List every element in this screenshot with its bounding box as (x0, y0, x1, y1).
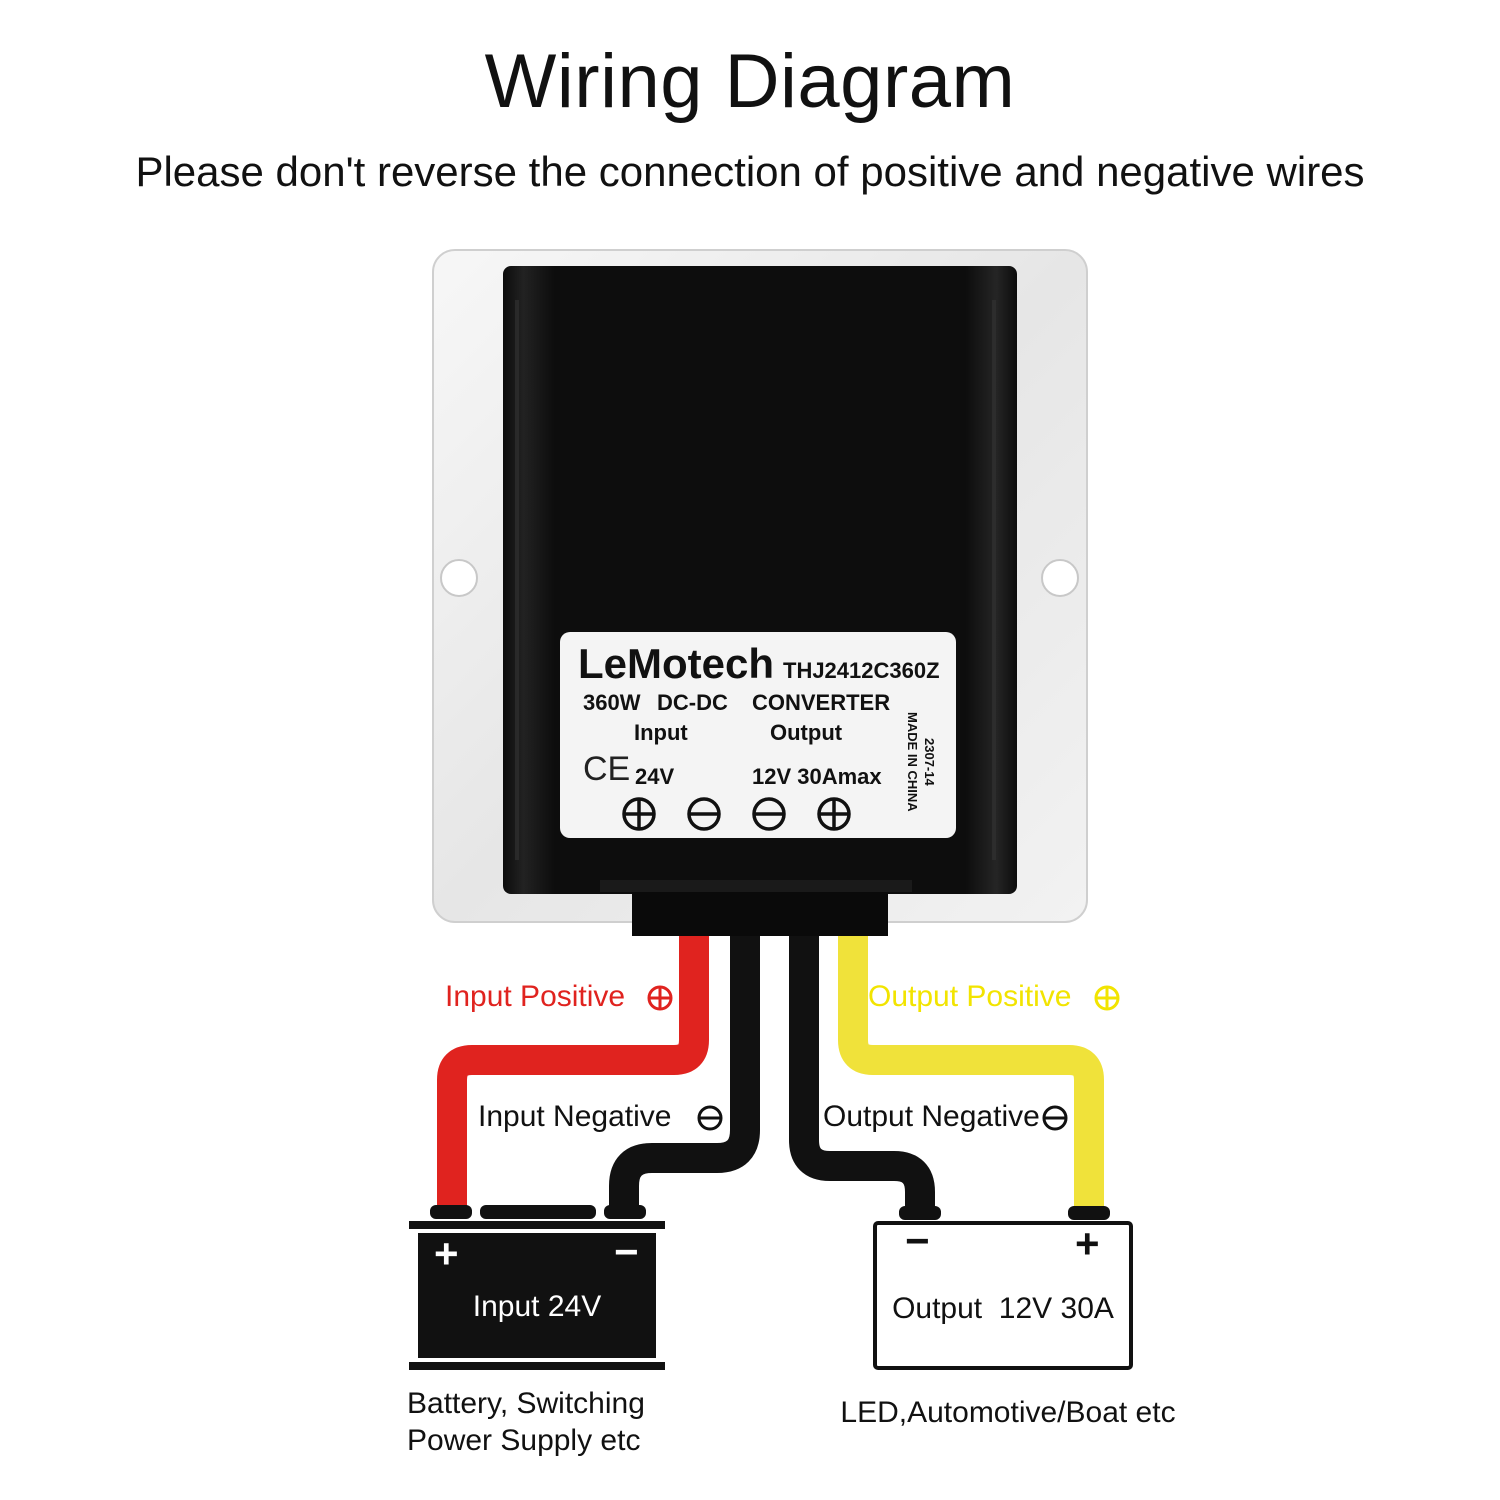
wires (437, 936, 1104, 1212)
label-output-rating: 12V 30Amax (752, 764, 882, 789)
output-positive-wire (838, 936, 1104, 1212)
output-positive-symbol-icon (1094, 985, 1120, 1011)
battery-plus-sign: + (434, 1230, 459, 1277)
load-caption: LED,Automotive/Boat etc (840, 1396, 1175, 1429)
output-negative-symbol-icon (1042, 1105, 1068, 1131)
mounting-hole-left (440, 559, 478, 597)
input-positive-wire (437, 936, 709, 1210)
output-load: − + Output 12V 30A (873, 1206, 1133, 1370)
label-output: Output (770, 720, 843, 745)
label-dcdc: DC-DC (657, 690, 728, 715)
input-negative-symbol-icon (697, 1105, 723, 1131)
output-positive-label: Output Positive (868, 980, 1071, 1013)
product-label: LeMotech THJ2412C360Z 360W DC-DC CONVERT… (560, 632, 956, 838)
load-plus-sign: + (1075, 1220, 1100, 1267)
wire-labels: Input Positive Output Positive Input Neg… (445, 980, 1120, 1133)
label-power: 360W (583, 690, 641, 715)
input-negative-wire (609, 936, 760, 1210)
input-negative-label: Input Negative (478, 1100, 671, 1133)
label-model: THJ2412C360Z (783, 658, 940, 683)
label-side-origin: MADE IN CHINA (905, 712, 920, 812)
output-negative-label: Output Negative (823, 1100, 1040, 1133)
diagram-subtitle: Please don't reverse the connection of p… (135, 148, 1365, 195)
input-positive-symbol-icon (647, 985, 673, 1011)
load-minus-sign: − (905, 1217, 930, 1264)
battery-caption-line1: Battery, Switching (407, 1387, 645, 1420)
label-converter: CONVERTER (752, 690, 890, 715)
mounting-hole-right (1041, 559, 1079, 597)
output-negative-wire (789, 936, 935, 1212)
load-label: Output 12V 30A (892, 1292, 1114, 1325)
terminal-plus-icon (817, 797, 851, 831)
terminal-minus-icon (752, 797, 786, 831)
label-brand: LeMotech (578, 640, 774, 687)
battery-minus-sign: − (614, 1228, 639, 1275)
label-side-code: 2307-14 (922, 738, 937, 786)
label-input-voltage: 24V (635, 764, 674, 789)
battery-label: Input 24V (473, 1290, 601, 1323)
battery-caption-line2: Power Supply etc (407, 1424, 640, 1457)
label-input: Input (634, 720, 688, 745)
ce-mark: CE (583, 750, 630, 788)
input-battery: + − Input 24V (409, 1205, 665, 1370)
terminal-minus-icon (687, 797, 721, 831)
input-positive-label: Input Positive (445, 980, 625, 1013)
diagram-title: Wiring Diagram (484, 39, 1016, 124)
terminal-plus-icon (622, 797, 656, 831)
